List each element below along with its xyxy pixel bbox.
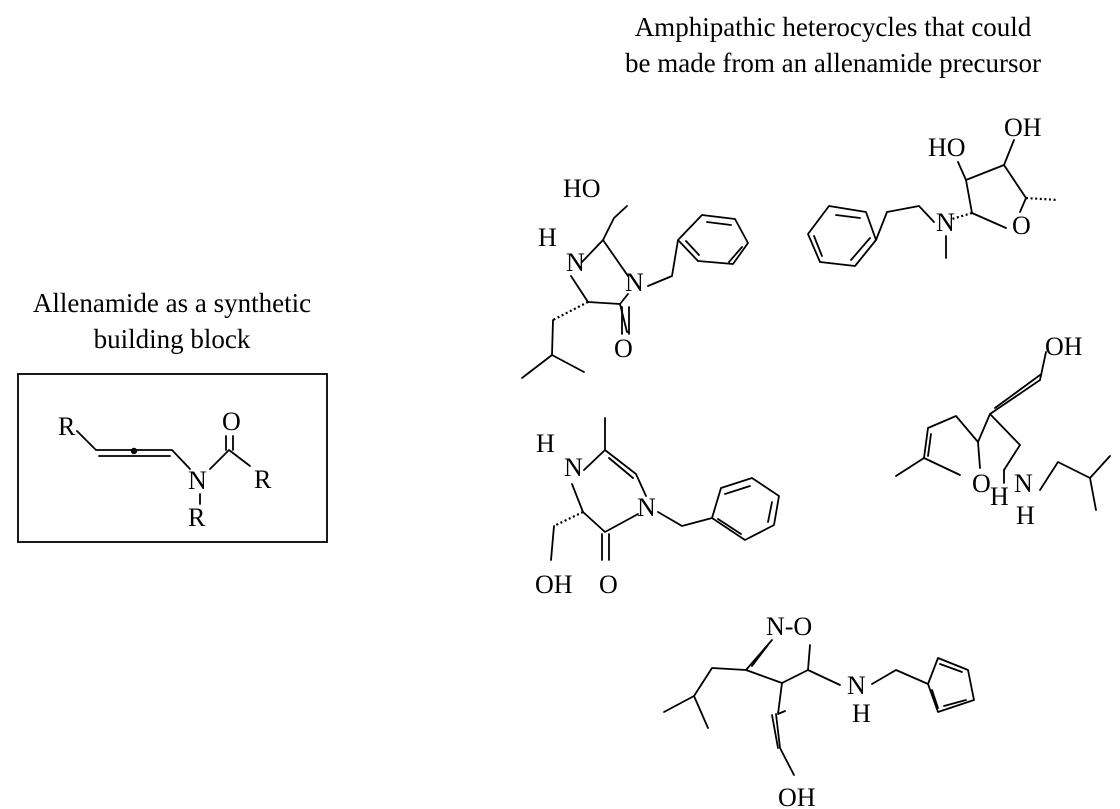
right-title: Amphipathic heterocycles that could be m… <box>625 12 1041 78</box>
imidazolidinone-ho: HO <box>563 174 601 203</box>
right-title-line-2: be made from an allenamide precursor <box>625 48 1041 78</box>
imidazolidinone-o: O <box>614 334 633 363</box>
furanose-oh: OH <box>1004 113 1042 142</box>
allenamide-oxygen: O <box>222 407 241 436</box>
left-title-line-1: Allenamide as a synthetic <box>33 288 311 318</box>
isoxazoline-oh: OH <box>778 783 816 809</box>
pyrazinone-oh: OH <box>535 570 573 599</box>
imidazolidinone-structure: HO H N N O <box>521 174 749 379</box>
dihydropyran-h1: H <box>990 482 1009 511</box>
pyrazinone-o: O <box>599 570 618 599</box>
dihydropyran-oh: OH <box>1045 332 1083 361</box>
pyrazinone-structure: H N N OH O <box>535 417 780 599</box>
imidazolidinone-n2: N <box>625 268 644 297</box>
pyrazinone-h: H <box>536 429 555 458</box>
pyrazinone-bonds <box>550 417 780 561</box>
allenamide-frame <box>17 373 328 543</box>
allenamide-r-left: R <box>58 412 76 441</box>
isoxazoline-n-o: N-O <box>766 612 812 641</box>
allenamide-r-right: R <box>254 465 272 494</box>
allenamide-structure: R O N R R <box>17 373 328 543</box>
isoxazoline-bonds <box>663 639 975 776</box>
dihydropyran-h2: H <box>1016 501 1035 530</box>
pyrazinone-n2: N <box>637 493 656 522</box>
allenamide-bonds <box>76 430 251 505</box>
allenamide-nitrogen: N <box>188 466 207 495</box>
left-title: Allenamide as a synthetic building block <box>33 288 311 354</box>
imidazolidinone-bonds <box>521 205 749 379</box>
isoxazoline-h: H <box>852 699 871 728</box>
isoxazoline-structure: N-O N H OH <box>663 612 975 809</box>
furanose-n: N <box>936 208 955 237</box>
dihydropyran-o: O <box>972 469 991 498</box>
allenamide-r-bottom: R <box>188 503 206 532</box>
right-title-line-1: Amphipathic heterocycles that could <box>635 12 1032 42</box>
dihydropyran-n: N <box>1014 469 1033 498</box>
furanose-ho: HO <box>928 133 966 162</box>
furanose-structure: HO OH N O <box>807 113 1059 267</box>
isoxazoline-n: N <box>847 671 866 700</box>
furanose-bonds <box>807 139 1059 267</box>
pyrazinone-n1: N <box>564 453 583 482</box>
dihydropyran-bonds <box>895 351 1111 511</box>
imidazolidinone-n1: N <box>566 248 585 277</box>
imidazolidinone-h: H <box>538 223 557 252</box>
furanose-o: O <box>1012 211 1031 240</box>
dihydropyran-structure: OH O H N H <box>895 332 1111 530</box>
left-title-line-2: building block <box>94 324 251 354</box>
